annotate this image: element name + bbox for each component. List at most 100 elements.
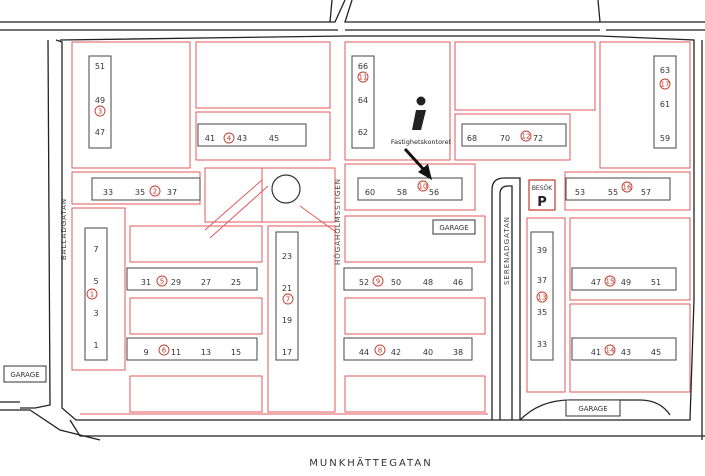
house-number: 37: [167, 188, 177, 197]
block-number: 1: [90, 291, 94, 299]
house-number: 39: [537, 246, 547, 255]
house-number: 27: [201, 278, 211, 287]
house-number: 37: [537, 276, 547, 285]
visitor-parking: BESÖK P: [528, 179, 556, 211]
house-number: 13: [201, 348, 211, 357]
road-edge: [499, 185, 513, 420]
block-number: 6: [162, 347, 167, 355]
plot: [344, 375, 486, 413]
house-number: 45: [651, 348, 661, 357]
block-number-circle: [357, 71, 369, 83]
road-network: [0, 0, 705, 441]
block-number-circle: [223, 132, 235, 144]
block-number-circle: [282, 293, 294, 305]
house-number: 68: [467, 134, 477, 143]
plot: [204, 167, 263, 223]
house-number: 25: [231, 278, 241, 287]
block-number-circle: [621, 181, 633, 193]
plot-boundaries: [71, 41, 691, 415]
house-number: 47: [591, 278, 601, 287]
house-number: 56: [429, 188, 439, 197]
block-number-circle: [520, 130, 532, 142]
block-number-circle: [604, 275, 616, 287]
buildings: [84, 55, 677, 361]
building-b14: [343, 337, 473, 361]
street-labels: MUNKHÄTTEGATAN BALLADGATAN HÖGAHOLMSSTIG…: [60, 178, 511, 469]
house-number: 23: [282, 252, 292, 261]
house-number: 33: [537, 340, 547, 349]
block-number: 9: [376, 278, 380, 286]
house-number: 51: [95, 62, 105, 71]
building-b11: [126, 337, 258, 361]
block-number-circle: [536, 291, 548, 303]
plot: [569, 303, 691, 393]
house-number: 47: [95, 128, 105, 137]
road-edge: [55, 35, 695, 421]
house-number: 42: [391, 348, 401, 357]
house-number: 35: [135, 188, 145, 197]
house-number: 52: [359, 278, 369, 287]
plot: [129, 297, 263, 335]
block-number-circle: [374, 344, 386, 356]
plot: [526, 217, 566, 393]
plot: [71, 171, 201, 205]
garage-center: [432, 219, 476, 235]
garage-west: [3, 365, 47, 383]
house-number: 70: [500, 134, 510, 143]
parking-p-label: P: [537, 195, 547, 210]
block-number: 7: [286, 296, 290, 304]
house-number: 51: [651, 278, 661, 287]
plot: [344, 163, 476, 211]
road-edge: [20, 39, 51, 409]
plot: [344, 41, 451, 161]
building-b4: [351, 55, 375, 149]
house-number: 7: [93, 245, 98, 254]
info-icon: [416, 96, 426, 106]
road-edge: [344, 0, 600, 23]
house-number: 3: [93, 309, 98, 318]
block-number-circle: [659, 78, 671, 90]
house-number: 5: [93, 277, 98, 286]
building-b5: [461, 123, 567, 147]
house-number: 44: [359, 348, 369, 357]
building-b3: [91, 177, 201, 201]
house-number: 59: [660, 134, 670, 143]
house-number: 17: [282, 348, 292, 357]
road-edge: [491, 177, 521, 420]
house-number: 11: [171, 348, 181, 357]
info-icon-stem: [412, 110, 426, 130]
plot: [599, 41, 691, 169]
building-b1: [88, 55, 112, 149]
house-number: 1: [93, 341, 98, 350]
block-number: 13: [538, 294, 547, 302]
block-number: 8: [378, 347, 382, 355]
house-number: 41: [591, 348, 601, 357]
building-b7: [357, 177, 463, 201]
house-number: 29: [171, 278, 181, 287]
garage-label: GARAGE: [10, 371, 39, 379]
besok-label: BESÖK: [532, 185, 553, 192]
plot: [454, 113, 571, 161]
house-number: 55: [608, 188, 618, 197]
house-number: 21: [282, 284, 292, 293]
garage-east: [565, 399, 621, 417]
plot: [129, 375, 263, 413]
plot: [129, 225, 263, 263]
plot: [267, 225, 336, 413]
house-number: 46: [453, 278, 463, 287]
garage-label: GARAGE: [578, 405, 607, 413]
house-number: 19: [282, 316, 292, 325]
house-number: 15: [231, 348, 241, 357]
block-number-circle: [149, 185, 161, 197]
block-number: 17: [661, 81, 670, 89]
plot: [195, 111, 331, 161]
building-b8: [565, 177, 671, 201]
house-number: 33: [103, 188, 113, 197]
street-serenadgatan: SERENADGATAN: [503, 216, 511, 285]
block-number-circle: [86, 288, 98, 300]
house-number: 43: [237, 134, 247, 143]
plot: [261, 167, 336, 223]
house-number: 50: [391, 278, 401, 287]
